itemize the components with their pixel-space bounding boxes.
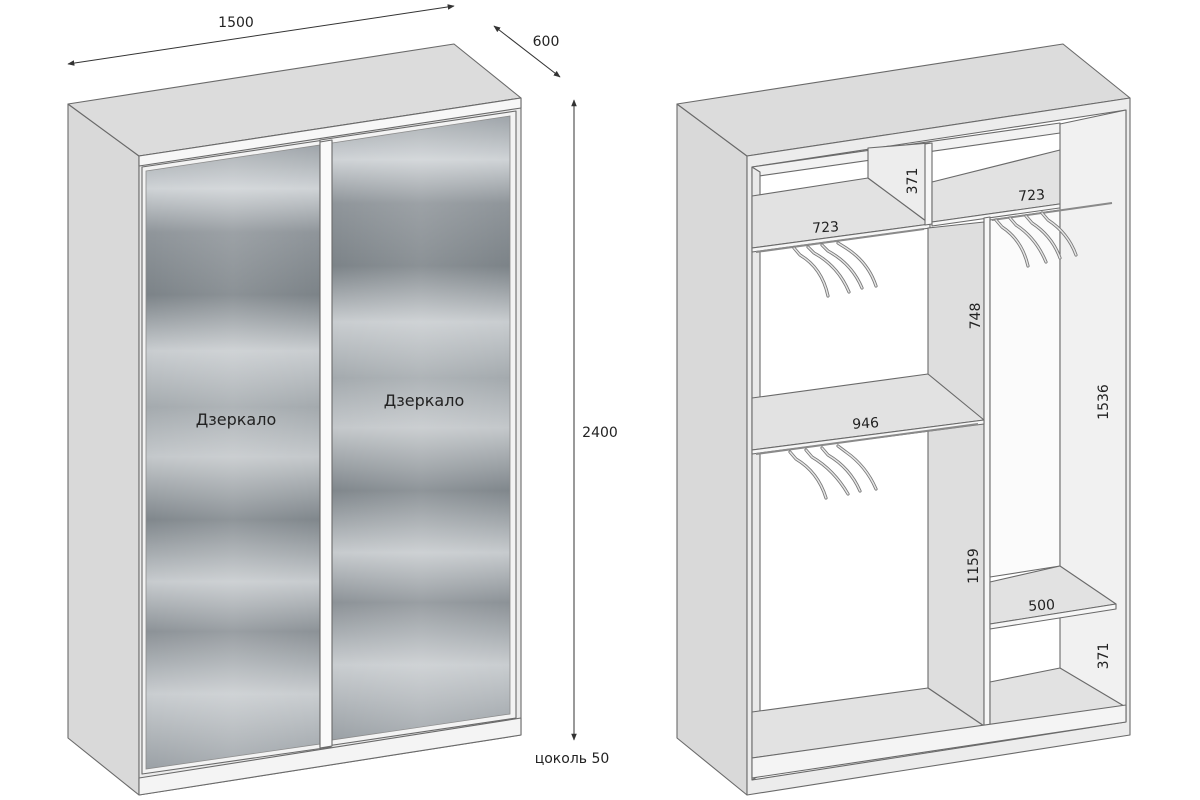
right-door-label: Дзеркало <box>384 391 465 410</box>
left-top-rod <box>755 228 925 253</box>
top-divider-face <box>924 142 933 226</box>
lower-left-height-label: 1159 <box>966 548 982 584</box>
hangers-middle <box>788 444 878 500</box>
depth-dimension-line <box>493 25 561 78</box>
bottom-right-shelf-edge <box>989 603 1117 630</box>
right-mirror-sheen <box>332 116 510 740</box>
hangers-right-upper <box>994 211 1078 268</box>
bottom-right-shelf-width-label: 500 <box>1028 597 1056 615</box>
top-compartment-height-label: 371 <box>905 168 921 195</box>
left-mirror-sheen <box>146 145 320 769</box>
bottom-plinth-front <box>751 704 1127 779</box>
bottom-right-height-label: 371 <box>1096 643 1112 670</box>
middle-shelf-width-label: 946 <box>852 415 880 433</box>
hangers-left-upper <box>792 241 878 298</box>
door-top-rail <box>138 97 522 167</box>
right-top-shelf-width-label: 723 <box>1018 187 1046 205</box>
middle-upper-height-label: 748 <box>968 303 984 330</box>
right-section-height-label: 1536 <box>1096 384 1112 420</box>
open-wardrobe: 723 723 371 748 946 1159 1536 500 371 <box>676 43 1131 796</box>
depth-dimension-label: 600 <box>533 34 560 50</box>
width-dimension-line <box>67 4 455 66</box>
right-top-rod <box>991 202 1113 221</box>
closed-side-panel <box>67 103 140 796</box>
left-door-label: Дзеркало <box>196 410 277 429</box>
width-dimension-label: 1500 <box>218 15 254 31</box>
plinth-label: цоколь 50 <box>535 751 610 767</box>
closed-wardrobe: Дзеркало Дзеркало 1500 600 2400 цоколь 5… <box>67 4 618 796</box>
right-section-inner-wall <box>1059 109 1127 723</box>
main-divider-face <box>983 216 991 728</box>
middle-rod <box>755 423 979 455</box>
left-top-shelf-width-label: 723 <box>812 219 840 237</box>
open-side-panel <box>676 103 748 796</box>
door-center-profile <box>319 139 333 749</box>
right-section-inner <box>989 209 1061 578</box>
plinth <box>138 717 522 796</box>
main-divider-side <box>927 221 985 727</box>
middle-shelf-edge <box>751 419 985 455</box>
interior-left-wall <box>751 166 761 781</box>
height-dimension-label: 2400 <box>582 425 618 441</box>
